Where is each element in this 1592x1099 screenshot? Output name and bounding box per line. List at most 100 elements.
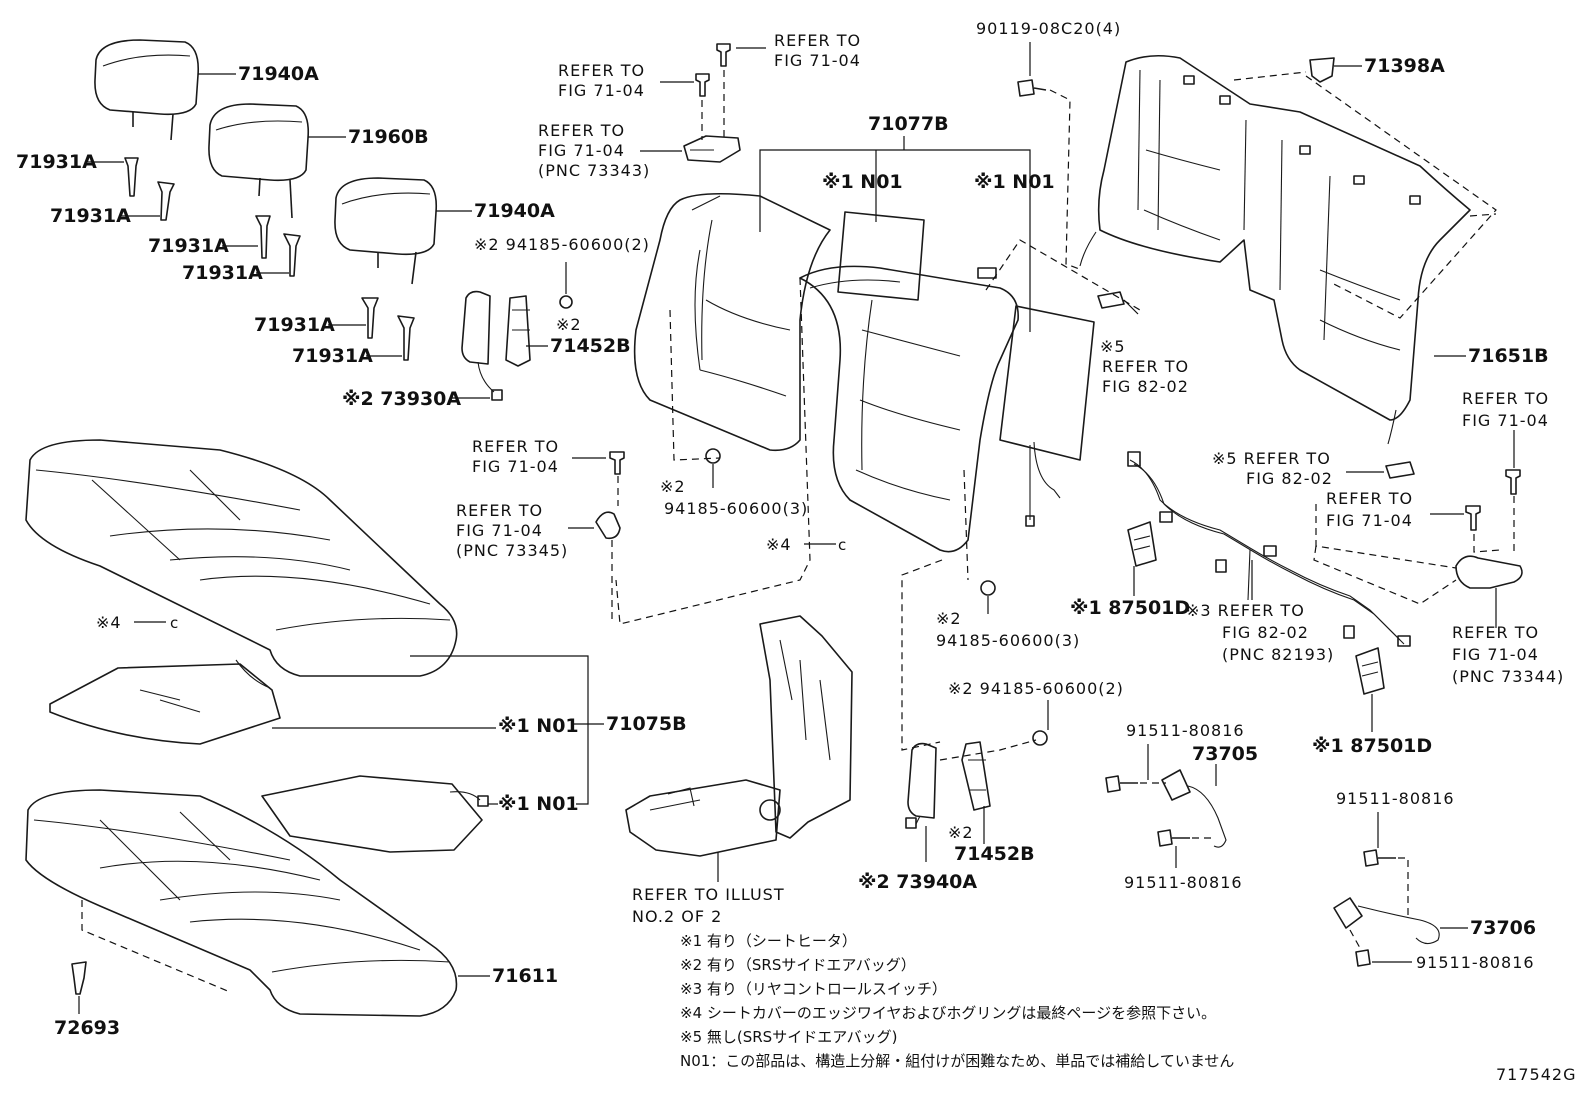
ref-top-a: REFER TO FIG 71-04 [558, 61, 651, 100]
label-bracket-right-mark: ※2 [948, 823, 974, 842]
bolt-right-a [1505, 469, 1521, 495]
ref-82-c: ※3 REFER TO FIG 82-02 (PNC 82193) [1186, 601, 1334, 664]
label-heater-mid: ※1 N01 [498, 715, 579, 737]
switch-87501D-a [1127, 521, 1157, 567]
label-note-4-mid: ※4 [766, 535, 792, 554]
switch-87501D-b [1355, 647, 1385, 695]
headrest-support-5 [361, 297, 379, 339]
ref-right-b: REFER TO FIG 71-04 [1326, 489, 1419, 530]
heater-pad-cushion-mid [49, 659, 281, 745]
label-73706: 73706 [1470, 917, 1536, 939]
label-switch-a: ※1 87501D [1070, 597, 1190, 619]
label-support-1: 71931A [16, 151, 97, 173]
label-support-3: 71931A [148, 235, 229, 257]
nut-center [705, 448, 721, 464]
label-nut-mid: 94185-60600(3) [936, 631, 1080, 650]
headrest-71940A-right [334, 177, 438, 285]
label-note-4-left: ※4 [96, 613, 122, 632]
label-71077B: 71077B [868, 113, 949, 135]
label-71960B: 71960B [348, 126, 429, 148]
footnote-4: ※4 シートカバーのエッジワイヤおよびホグリングは最終ページを参照下さい。 [680, 1004, 1216, 1022]
ref-82-b: ※5 REFER TO FIG 82-02 [1212, 449, 1337, 488]
label-airbag-right: ※2 73940A [858, 871, 977, 893]
headrest-support-3 [255, 215, 271, 259]
label-bracket-right: 71452B [954, 843, 1035, 865]
label-71611: 71611 [492, 965, 558, 987]
footnote-1: ※1 有り（シートヒータ） [680, 932, 857, 950]
label-support-6: 71931A [292, 345, 373, 367]
label-support-2: 71931A [50, 205, 131, 227]
label-71940A-top: 71940A [238, 63, 319, 85]
seat-back-cover-71651B [1079, 54, 1471, 445]
label-72693: 72693 [54, 1017, 120, 1039]
footnote-2: ※2 有り（SRSサイドエアバッグ） [680, 956, 916, 974]
nut-mid [980, 580, 996, 596]
connector-82-02-a [1097, 291, 1125, 309]
seat-back-right-frame [799, 265, 1019, 553]
edge-wire-mark-mid: c [838, 536, 846, 554]
footnote-3: ※3 有り（リヤコントロールスイッチ） [680, 980, 947, 998]
seat-back-left-frame [633, 192, 831, 452]
headrest-support-2 [157, 181, 175, 221]
footnote-5: ※5 無し(SRSサイドエアバッグ) [680, 1028, 897, 1046]
label-switch-b: ※1 87501D [1312, 735, 1432, 757]
clip-71398A [1309, 57, 1335, 83]
label-bolt-c: 91511-80816 [1336, 789, 1455, 808]
airbag-73930A-left [461, 290, 503, 401]
label-71651B: 71651B [1468, 345, 1549, 367]
headrest-71940A-top [94, 39, 200, 141]
belt-anchor-73706 [1333, 897, 1440, 945]
label-support-4: 71931A [182, 262, 263, 284]
bolt-top-a [716, 43, 731, 67]
ref-illust: REFER TO ILLUST NO.2 OF 2 [632, 885, 791, 926]
bolt-91511-d [1355, 949, 1371, 967]
clip-72693 [71, 961, 87, 995]
nut-right-back [1032, 730, 1048, 746]
headrest-71960B [208, 103, 310, 219]
ref-top-c: REFER TO FIG 71-04 (PNC 73343) [538, 121, 650, 180]
figure-id: 717542G [1496, 1065, 1576, 1084]
label-71398A: 71398A [1364, 55, 1445, 77]
belt-anchor-73705 [1161, 769, 1227, 848]
ref-right-a: REFER TO FIG 71-04 [1462, 389, 1555, 430]
heater-pad-cushion-low [261, 775, 489, 853]
headrest-support-6 [397, 315, 415, 361]
hinge-cover-73343 [683, 135, 741, 163]
seat-cushion-upper [25, 439, 458, 677]
label-bolt-d: 91511-80816 [1416, 953, 1535, 972]
seat-cushion-cover-71611 [25, 789, 458, 1017]
bolt-right-b [1465, 505, 1481, 531]
bracket-71452B-right [961, 741, 991, 811]
nut-left-back [559, 295, 573, 309]
edge-wire-mark-left: c [170, 614, 178, 632]
armrest-assembly [625, 615, 853, 857]
label-nut-left-back: ※2 94185-60600(2) [474, 235, 650, 254]
ref-82-a: ※5 REFER TO FIG 82-02 [1100, 337, 1195, 396]
bolt-91511-b [1157, 829, 1190, 847]
bolt-90119 [1017, 79, 1047, 97]
label-71940A-right: 71940A [474, 200, 555, 222]
bolt-91511-c [1363, 849, 1396, 867]
ref-right-c: REFER TO FIG 71-04 (PNC 73344) [1452, 623, 1564, 686]
heater-pad-back-right [999, 305, 1095, 527]
label-71075B: 71075B [606, 713, 687, 735]
label-support-5: 71931A [254, 314, 335, 336]
label-73705: 73705 [1192, 743, 1258, 765]
label-heater-low: ※1 N01 [498, 793, 579, 815]
headrest-support-4 [283, 233, 301, 277]
hinge-cover-73345 [595, 511, 621, 540]
ref-top-b: REFER TO FIG 71-04 [774, 31, 867, 70]
label-nut-center: 94185-60600(3) [664, 499, 808, 518]
connector-82-02-b [1385, 461, 1415, 479]
bolt-top-b [695, 73, 710, 97]
airbag-73940A-right [905, 742, 937, 829]
bracket-71452B-left [505, 295, 531, 367]
label-nut-right-back: ※2 94185-60600(2) [948, 679, 1124, 698]
headrest-support-1 [124, 157, 139, 197]
wire-harness-82193 [1127, 451, 1411, 647]
label-airbag-left: ※2 73930A [342, 388, 461, 410]
label-bracket-left: 71452B [550, 335, 631, 357]
footnote-n01: N01：この部品は、構造上分解・組付けが困難なため、単品では補給していません [680, 1052, 1234, 1070]
footnotes: ※1 有り（シートヒータ） ※2 有り（SRSサイドエアバッグ） ※3 有り（リ… [680, 932, 1234, 1070]
